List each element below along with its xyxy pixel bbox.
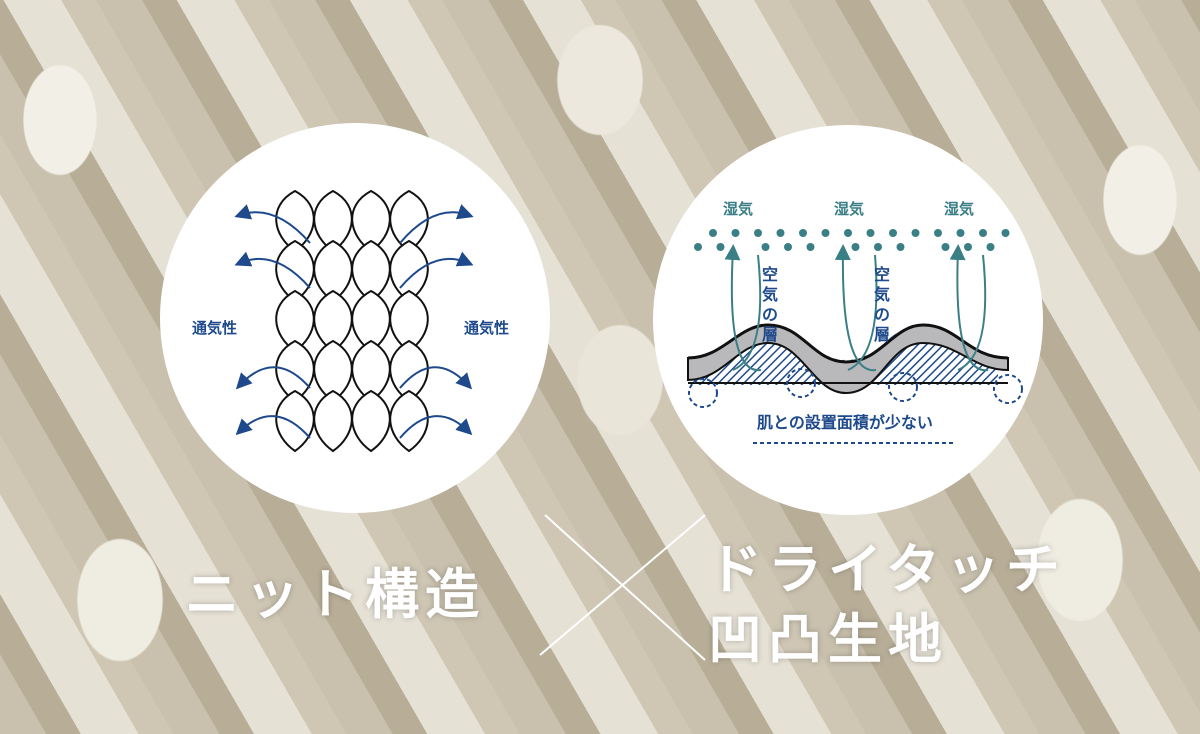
moisture-dot [889,229,897,237]
moisture-arrow-icon [949,244,989,372]
moisture-dot [956,229,965,237]
moisture-dot [986,243,995,251]
headline-uneven-fabric: 凹凸生地 [708,608,948,671]
air-layer-label: 空気の層 [761,265,778,344]
contact-point-circle [888,372,918,402]
moisture-dot [851,243,860,251]
moisture-dot [844,229,852,237]
fabric-wave-graphic [687,229,1023,444]
headline-dry-touch: ドライタッチ [708,538,1066,601]
knit-structure-diagram: 通気性 通気性 [160,123,550,513]
moisture-arrow-icon [724,244,762,372]
moisture-dot [1001,229,1010,237]
moisture-dot [799,229,807,237]
airflow-arrow-icon [399,415,473,439]
headline-knit-structure: ニット構造 [185,563,485,626]
moisture-label: 湿気 [834,200,865,218]
moisture-dot [941,243,950,251]
uneven-fabric-diagram: 湿気 湿気 湿気 空気の層 空気の層 肌との設置面積が少ない [653,125,1043,515]
moisture-dot [754,229,762,237]
knit-loop [313,389,353,453]
moisture-dot [694,243,702,251]
moisture-label: 湿気 [944,200,975,218]
moisture-dot [709,229,717,237]
airflow-arrow-icon [399,251,474,289]
moisture-dot [866,229,875,237]
contact-point-circle [688,378,718,408]
moisture-dot [731,229,740,237]
moisture-dot [874,243,882,251]
moisture-dot [761,243,770,251]
contact-point-circle [993,374,1023,404]
moisture-dot [979,229,987,237]
moisture-path [732,254,762,371]
airflow-arrow-icon [234,251,311,289]
airflow-arrow-icon [235,366,311,390]
knit-loop [351,389,391,453]
airflow-arrow-icon [399,204,474,244]
moisture-path [957,254,987,371]
airflow-arrow-icon [235,415,311,439]
moisture-dot [776,229,785,237]
moisture-dot [784,243,792,251]
breathability-label-left: 通気性 [192,319,238,337]
moisture-dot [821,229,830,237]
knit-loop [389,389,429,453]
moisture-label: 湿気 [723,200,754,218]
diagram-caption: 肌との設置面積が少ない [757,413,933,432]
moisture-arrow-icon [834,244,877,372]
knit-loop [275,389,315,453]
airflow-arrow-icon [399,366,473,390]
air-layer-label: 空気の層 [873,265,890,344]
airflow-arrow-icon [234,204,311,244]
moisture-dot [934,229,942,237]
fabric-top-line [687,323,1009,364]
moisture-path [847,254,878,371]
moisture-dot [896,243,905,251]
contact-point-circle [786,368,816,398]
moisture-dot [911,229,920,237]
moisture-dot [806,243,815,251]
knit-pattern-graphic [234,189,474,453]
moisture-dot [716,243,725,251]
breathability-label-right: 通気性 [464,319,510,337]
moisture-dot [964,243,972,251]
